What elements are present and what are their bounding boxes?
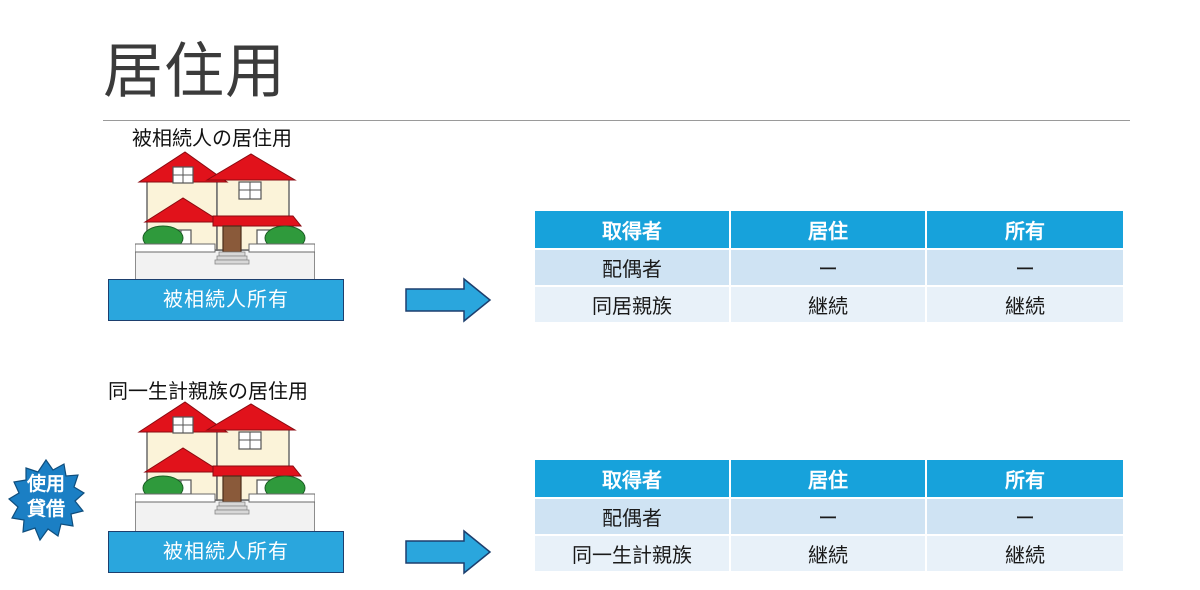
house-illustration	[135, 151, 315, 285]
table-cell: 継続	[731, 285, 927, 322]
section-1-caption: 被相続人の居住用	[132, 126, 292, 150]
table-cell: ー	[731, 497, 927, 534]
header-cell-acquirer: 取得者	[535, 460, 731, 497]
table-cell: 継続	[927, 285, 1123, 322]
header-cell-ownership: 所有	[927, 211, 1123, 248]
right-arrow-icon	[405, 277, 492, 323]
table-cell: 同居親族	[535, 285, 731, 322]
table-cell: ー	[927, 248, 1123, 285]
table-row: 同居親族 継続 継続	[535, 285, 1123, 322]
starburst-badge	[7, 458, 85, 542]
table-cell: ー	[731, 248, 927, 285]
table-section-1: 取得者 居住 所有 配偶者 ー ー 同居親族 継続 継続	[535, 211, 1123, 322]
table-cell: 継続	[927, 534, 1123, 571]
header-cell-residence: 居住	[731, 211, 927, 248]
table-row: 同一生計親族 継続 継続	[535, 534, 1123, 571]
table-cell: 同一生計親族	[535, 534, 731, 571]
owner-box-section-1: 被相続人所有	[108, 279, 344, 321]
header-cell-acquirer: 取得者	[535, 211, 731, 248]
header-cell-ownership: 所有	[927, 460, 1123, 497]
title-divider	[103, 120, 1130, 121]
page-title: 居住用	[103, 37, 286, 107]
right-arrow-icon	[405, 529, 492, 575]
badge-label: 使用 貸借	[7, 472, 85, 522]
house-illustration	[135, 401, 315, 535]
header-cell-residence: 居住	[731, 460, 927, 497]
table-row: 配偶者 ー ー	[535, 497, 1123, 534]
badge-line-1: 使用	[26, 473, 65, 495]
table-cell: 配偶者	[535, 497, 731, 534]
table-header-row: 取得者 居住 所有	[535, 460, 1123, 497]
owner-box-section-2: 被相続人所有	[108, 531, 344, 573]
table-header-row: 取得者 居住 所有	[535, 211, 1123, 248]
section-2-caption: 同一生計親族の居住用	[108, 379, 308, 403]
table-cell: 継続	[731, 534, 927, 571]
badge-line-2: 貸借	[26, 498, 65, 520]
table-row: 配偶者 ー ー	[535, 248, 1123, 285]
table-cell: 配偶者	[535, 248, 731, 285]
table-section-2: 取得者 居住 所有 配偶者 ー ー 同一生計親族 継続 継続	[535, 460, 1123, 571]
table-cell: ー	[927, 497, 1123, 534]
